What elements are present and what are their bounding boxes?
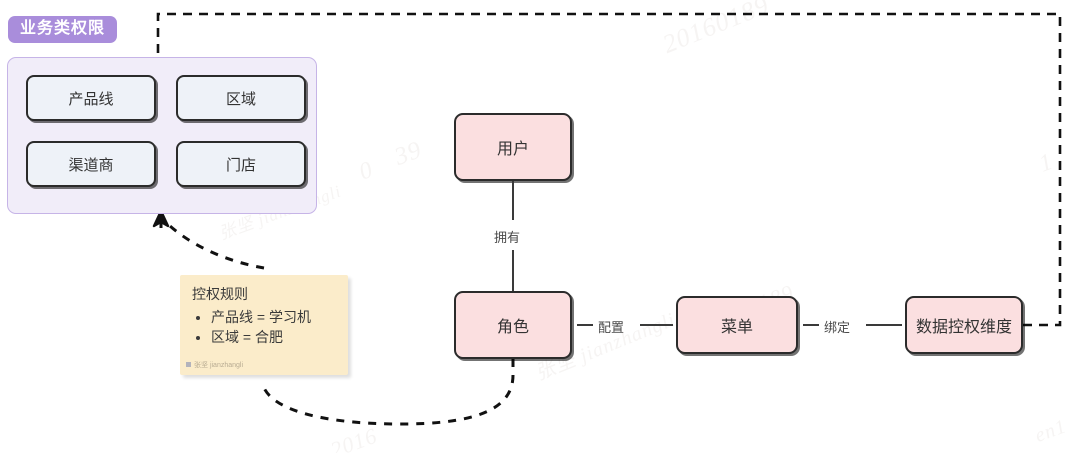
background-watermark: 39 bbox=[391, 136, 426, 171]
control-rule-note-title: 控权规则 bbox=[192, 286, 248, 302]
dimension-box-store[interactable]: 门店 bbox=[176, 141, 306, 187]
note-watermark-text: 张坚 jianzhangli bbox=[194, 362, 244, 369]
business-permission-badge: 业务类权限 bbox=[8, 16, 118, 43]
connector-menu-dim-right bbox=[866, 324, 902, 327]
dimension-box-product-line[interactable]: 产品线 bbox=[26, 75, 156, 121]
background-watermark: en1 bbox=[1032, 415, 1070, 447]
connector-role-menu-right bbox=[640, 324, 673, 327]
business-permission-group: 产品线 区域 渠道商 门店 bbox=[7, 57, 317, 214]
connector-role-menu-left bbox=[577, 324, 593, 327]
control-rule-note[interactable]: 控权规则 产品线 = 学习机 区域 = 合肥 张坚 jianzhangli bbox=[180, 275, 348, 375]
edge-label-own: 拥有 bbox=[494, 230, 521, 245]
control-rule-item: 区域 = 合肥 bbox=[211, 327, 338, 347]
control-rule-list: 产品线 = 学习机 区域 = 合肥 bbox=[192, 307, 338, 348]
dimension-box-channel[interactable]: 渠道商 bbox=[26, 141, 156, 187]
control-rule-item: 产品线 = 学习机 bbox=[211, 307, 338, 327]
edge-label-bind: 绑定 bbox=[824, 320, 851, 335]
flow-node-menu[interactable]: 菜单 bbox=[676, 296, 798, 354]
connector-menu-dim-left bbox=[803, 324, 819, 327]
note-watermark-icon bbox=[186, 362, 191, 367]
dimension-box-region[interactable]: 区域 bbox=[176, 75, 306, 121]
connector-user-role-lower bbox=[512, 250, 514, 291]
connector-user-role-upper bbox=[512, 181, 514, 220]
background-watermark: 20160189 bbox=[658, 0, 774, 59]
flow-node-user[interactable]: 用户 bbox=[454, 113, 572, 181]
dashed-note-to-group-path bbox=[169, 224, 265, 270]
edge-label-configure: 配置 bbox=[598, 320, 625, 335]
background-watermark: 2016 bbox=[327, 422, 381, 453]
background-watermark: 1 bbox=[1035, 148, 1057, 178]
note-watermark: 张坚 jianzhangli bbox=[186, 360, 243, 370]
background-watermark: 0 bbox=[355, 156, 377, 186]
flow-node-role[interactable]: 角色 bbox=[454, 291, 572, 359]
flow-node-data-dimension[interactable]: 数据控权维度 bbox=[905, 296, 1023, 354]
